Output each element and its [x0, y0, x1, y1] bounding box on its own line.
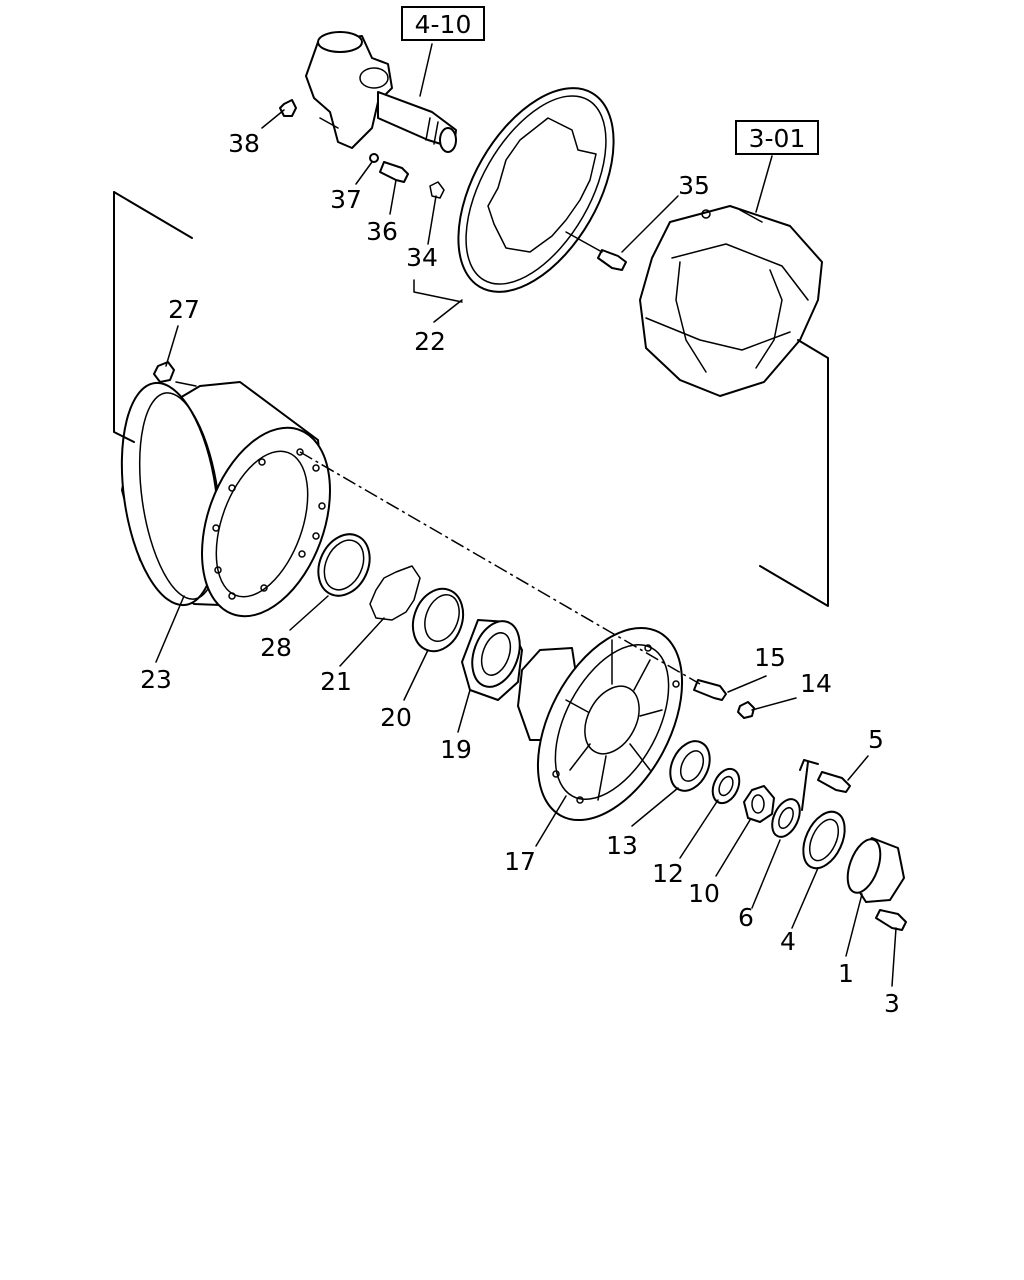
gasket [802, 810, 846, 870]
shim-packing [369, 565, 421, 621]
bearing-race [411, 587, 465, 653]
callout-15[interactable]: 15 [754, 643, 786, 672]
callout-38[interactable]: 38 [228, 129, 260, 158]
callout-14[interactable]: 14 [800, 669, 832, 698]
callout-20[interactable]: 20 [380, 703, 412, 732]
lock-washer [771, 798, 801, 838]
steering-knuckle [305, 31, 457, 153]
hub-cap [846, 837, 905, 903]
callout-27[interactable]: 27 [168, 295, 200, 324]
callout-35[interactable]: 35 [678, 171, 710, 200]
callout-23[interactable]: 23 [140, 665, 172, 694]
reference-label: 3-01 [749, 124, 806, 153]
brake-drum [120, 381, 331, 618]
backing-plate [457, 87, 615, 293]
callout-37[interactable]: 37 [330, 185, 362, 214]
reference-label: 4-10 [415, 10, 472, 39]
callout-12[interactable]: 12 [652, 859, 684, 888]
callout-21[interactable]: 21 [320, 667, 352, 696]
callout-36[interactable]: 36 [366, 217, 398, 246]
callout-3[interactable]: 3 [884, 989, 900, 1018]
callout-4[interactable]: 4 [780, 927, 796, 956]
wheel-hub [517, 626, 684, 822]
reference-box-4-10[interactable]: 4-10 [401, 6, 485, 41]
leader-lines [155, 43, 897, 987]
callout-10[interactable]: 10 [688, 879, 720, 908]
roller-bearing-inner [461, 619, 523, 701]
hub-nut [743, 785, 775, 823]
reference-box-3-01[interactable]: 3-01 [735, 120, 819, 155]
callout-6[interactable]: 6 [738, 903, 754, 932]
roller-bearing-outer [669, 740, 711, 792]
callout-13[interactable]: 13 [606, 831, 638, 860]
callout-17[interactable]: 17 [504, 847, 536, 876]
callout-numbers: 38 37 36 34 22 35 27 23 28 21 20 19 15 1… [140, 129, 900, 1018]
brake-shoe-assembly [639, 205, 823, 397]
oil-seal [317, 533, 371, 597]
callout-1[interactable]: 1 [838, 959, 854, 988]
callout-34[interactable]: 34 [406, 243, 438, 272]
callout-5[interactable]: 5 [868, 725, 884, 754]
fasteners [153, 99, 907, 931]
callout-19[interactable]: 19 [440, 735, 472, 764]
callout-22[interactable]: 22 [414, 327, 446, 356]
callout-28[interactable]: 28 [260, 633, 292, 662]
assembly-lines [113, 117, 829, 811]
washer [711, 767, 741, 805]
